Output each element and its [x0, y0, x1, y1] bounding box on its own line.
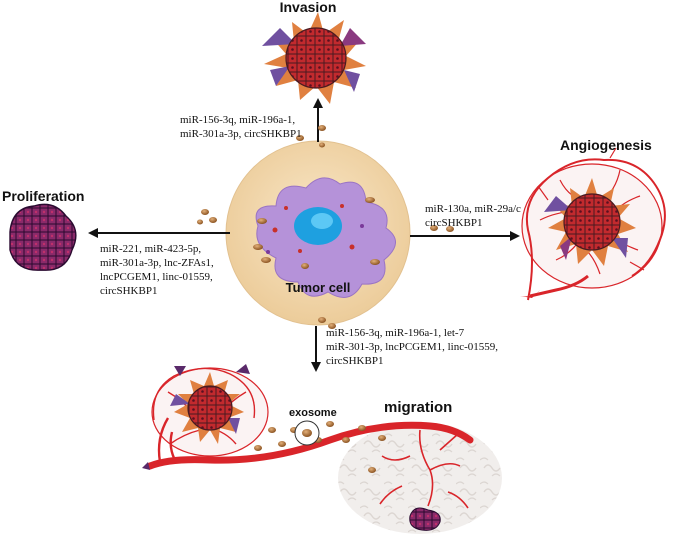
- proliferation-mirna-line-3: lncPCGEM1, linc-01559,: [100, 271, 213, 283]
- migration-mirna-line-3: circSHKBP1: [326, 355, 383, 367]
- tumor-cell: Tumor cell: [225, 140, 411, 326]
- metastatic-site: [338, 422, 502, 534]
- proliferation-title: Proliferation: [2, 188, 84, 204]
- angiogenesis-mirna-line-2: circSHKBP1: [425, 217, 482, 229]
- angiogenesis-tumor: [520, 147, 666, 301]
- cell-exosomes: [253, 197, 380, 269]
- invasion-mirna-line-1: miR-156-3q, miR-196a-1,: [180, 114, 295, 126]
- proliferation-mirna-line-2: miR-301a-3p, lnc-ZFAs1,: [100, 257, 214, 269]
- angiogenesis-title: Angiogenesis: [560, 137, 652, 153]
- tumor-cell-label: Tumor cell: [286, 280, 351, 295]
- invasion-tumor: [262, 12, 366, 104]
- invasion-title: Invasion: [280, 0, 337, 15]
- proliferation-tumor: [9, 203, 77, 271]
- proliferation-mirna-line-4: circSHKBP1: [100, 285, 157, 297]
- migration-title: migration: [384, 399, 452, 416]
- exosome-callout: exosome: [289, 407, 337, 446]
- blood-vessel: [146, 421, 474, 470]
- migration-mirna-line-2: miR-301-3p, lncPCGEM1, linc-01559,: [326, 341, 498, 353]
- arrow-exosomes: [197, 125, 454, 329]
- angiogenesis-mirna-line-1: miR-130a, miR-29a/c: [425, 203, 521, 215]
- exosome-label: exosome: [289, 407, 337, 419]
- invasion-mirna-line-2: miR-301a-3p, circSHKBP1: [180, 128, 302, 140]
- migration-mirna-line-1: miR-156-3q, miR-196a-1, let-7: [326, 327, 465, 339]
- migration-primary-tumor: [151, 364, 269, 457]
- proliferation-mirna-line-1: miR-221, miR-423-5p,: [100, 243, 201, 255]
